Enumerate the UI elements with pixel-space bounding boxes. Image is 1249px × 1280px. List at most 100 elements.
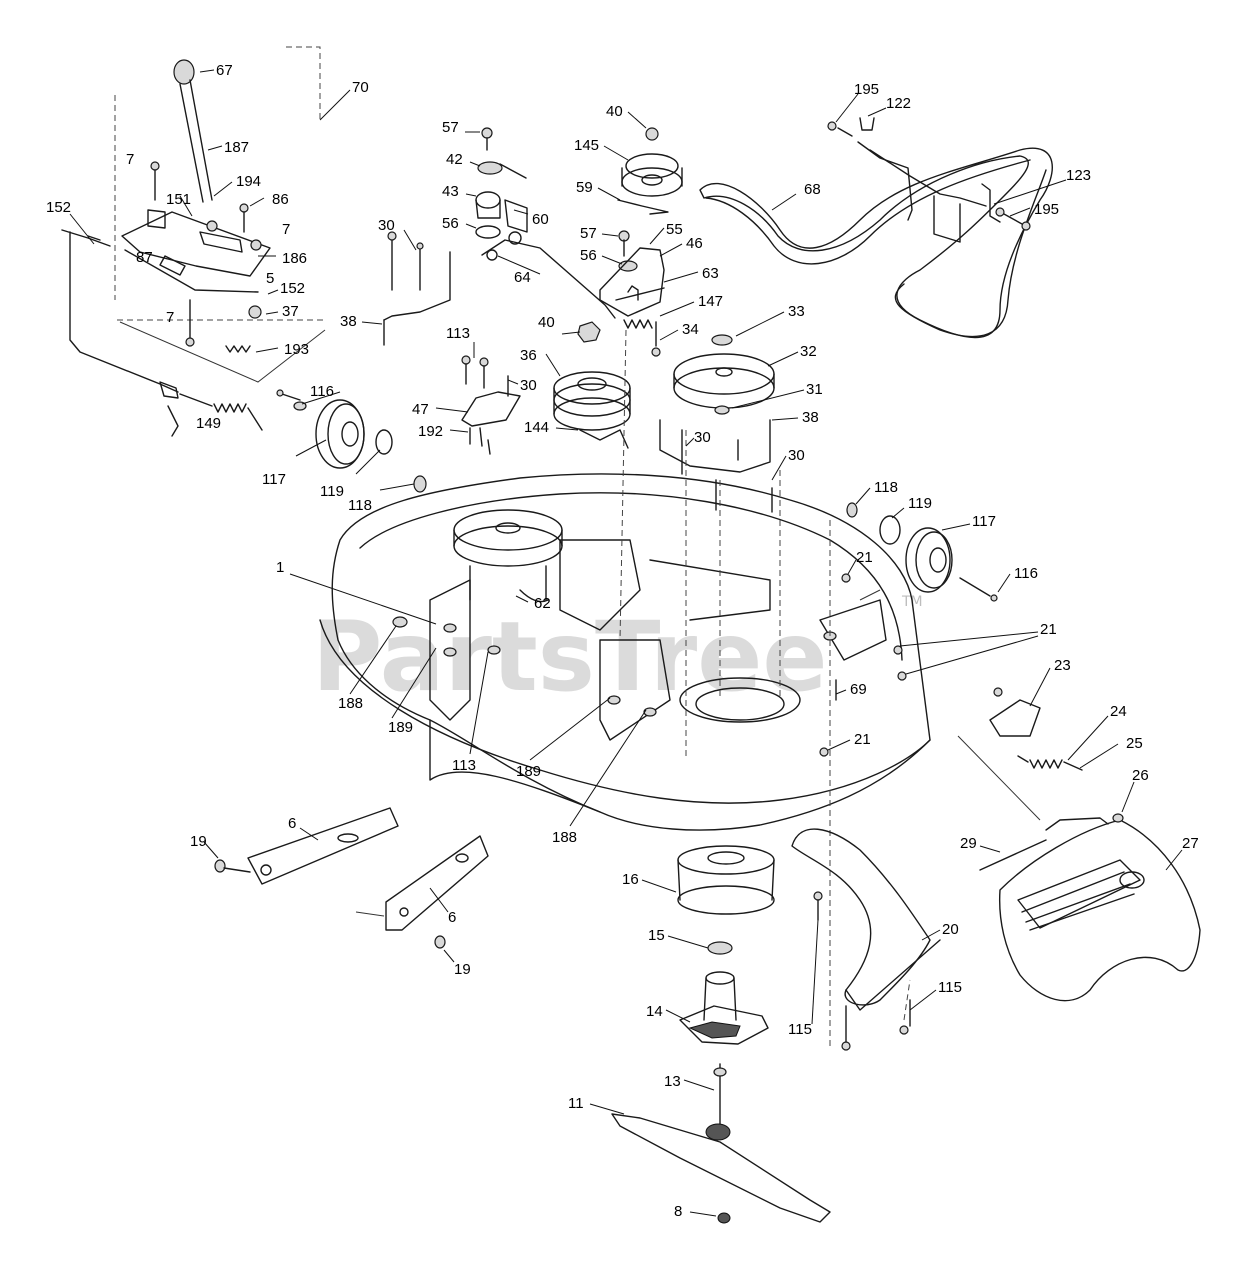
label-87: 87 [136,249,153,266]
label-118-right: 118 [874,479,898,496]
arm-64 [481,239,616,319]
label-16: 16 [622,871,639,888]
label-38-left: 38 [340,313,357,330]
label-60: 60 [532,211,549,228]
label-47: 47 [412,401,429,418]
bracket-59 [617,199,669,215]
mower-deck-shell [319,329,931,1050]
label-192: 192 [418,423,443,440]
label-27: 27 [1182,835,1199,852]
label-7-top: 7 [126,151,134,168]
label-118-left: 118 [348,497,372,514]
label-19-upper: 19 [190,833,207,850]
spring-24 [1029,759,1063,769]
spring-147 [623,319,653,329]
label-151: 151 [166,191,191,208]
pulley-145 [625,153,679,179]
label-147: 147 [698,293,723,310]
nut-33 [711,334,733,346]
label-189-center: 189 [516,763,541,780]
arm-6-lower [385,835,489,931]
label-113-top: 113 [446,325,470,342]
label-5: 5 [266,270,274,287]
idler-arm-assembly [383,127,683,455]
chute-hinge-assembly [957,687,1083,821]
label-149: 149 [196,415,221,432]
label-187: 187 [224,139,249,156]
label-7-bottom: 7 [166,309,174,326]
label-119-right: 119 [908,495,932,512]
baffle-20 [791,828,941,1051]
label-6-upper: 6 [288,815,296,832]
label-20: 20 [942,921,959,938]
label-40-lower: 40 [538,314,555,331]
label-194: 194 [236,173,261,190]
right-pulley-assembly [627,285,775,513]
label-55: 55 [666,221,683,238]
label-32: 32 [800,343,817,360]
label-86: 86 [272,191,289,208]
anti-scalp-arms [214,807,489,949]
right-gauge-wheel [846,502,998,602]
label-30-rightA: 30 [694,429,711,446]
bolt-8 [717,1212,731,1224]
label-13: 13 [664,1073,681,1090]
label-14: 14 [646,1003,663,1020]
spacer-119-left [375,429,393,455]
belt-guide-assembly [827,117,1031,243]
rod-38-left [383,251,451,321]
label-15: 15 [648,927,665,944]
discharge-chute-27 [979,813,1201,1002]
spindle-cover-16 [677,845,775,875]
spindle-blade-assembly [611,845,831,1224]
label-33: 33 [788,303,805,320]
nut-118-left [413,475,427,493]
label-1: 1 [276,559,284,576]
blade-11 [611,1113,831,1223]
label-26: 26 [1132,767,1149,784]
label-62: 62 [534,595,551,612]
lift-plate [121,211,271,277]
label-40-upper: 40 [606,103,623,120]
spindle-pulley-left [453,509,563,551]
label-193: 193 [284,341,309,358]
label-43: 43 [442,183,459,200]
label-68: 68 [804,181,821,198]
label-188-left: 188 [338,695,363,712]
label-25: 25 [1126,735,1143,752]
bushing-31 [714,405,730,415]
label-186: 186 [282,250,307,267]
leader-lines [69,69,1183,1217]
part-labels: 67 70 187 7 194 86 152 151 7 186 87 5 15… [46,62,1199,1220]
label-63: 63 [702,265,719,282]
label-30-top: 30 [378,217,395,234]
label-56-left: 56 [442,215,459,232]
label-119-left: 119 [320,483,344,500]
label-21-lower: 21 [854,731,871,748]
label-42: 42 [446,151,463,168]
label-6-lower: 6 [448,909,456,926]
label-195-top: 195 [854,81,879,98]
label-57-right: 57 [580,225,597,242]
label-11: 11 [568,1095,584,1112]
spring-149-rod [213,403,247,413]
label-145: 145 [574,137,599,154]
arm-6-upper [247,807,399,885]
nut-40-upper [645,127,659,141]
label-23: 23 [1054,657,1071,674]
label-37: 37 [282,303,299,320]
watermark-text: PartsTree [312,601,827,713]
label-70: 70 [352,79,369,96]
bracket-23 [989,699,1041,737]
label-122: 122 [886,95,911,112]
label-21-top: 21 [856,549,873,566]
hanger-bracket-right [819,599,887,661]
bearing-15 [707,941,733,955]
label-195-right: 195 [1034,201,1059,218]
rod-38-right [659,419,771,473]
label-56-right: 56 [580,247,597,264]
label-117-left: 117 [262,471,286,488]
label-31: 31 [806,381,823,398]
label-144: 144 [524,419,549,436]
